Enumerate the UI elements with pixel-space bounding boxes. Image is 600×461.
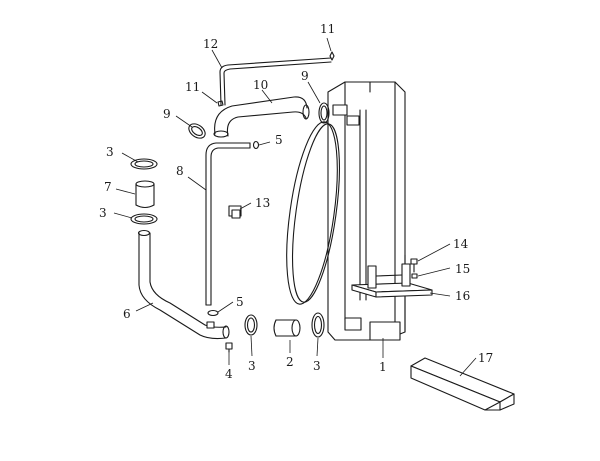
callout-4: 4 [225, 367, 233, 381]
callout-16: 16 [455, 289, 470, 303]
upper-hose [213, 96, 310, 138]
callout-3-bottom: 3 [248, 359, 256, 373]
lower-pipe [137, 229, 230, 340]
clamp-bracket [228, 205, 242, 219]
callout-11-left: 11 [185, 80, 200, 94]
leader-lines [113, 37, 477, 377]
hose-clamp-3-top [130, 158, 158, 170]
callout-17: 17 [478, 351, 493, 365]
hose-clamp-9-left [188, 123, 206, 139]
hose-sleeve [135, 180, 155, 209]
clip-5-upper [252, 140, 260, 150]
long-rod [205, 142, 251, 306]
rubber-pad-block [410, 357, 515, 411]
hose-clamp-3-bottom [244, 314, 258, 336]
callout-12: 12 [203, 37, 218, 51]
callout-13: 13 [255, 196, 270, 210]
hose-clamp-3-right [311, 312, 325, 338]
mounting-bracket [351, 263, 433, 298]
fan-shroud-ring [286, 121, 340, 305]
clip-5-lower [207, 309, 219, 317]
callout-14: 14 [453, 237, 469, 251]
callout-3-mid: 3 [99, 206, 107, 220]
callout-labels: 1 2 3 3 3 3 4 5 5 6 7 8 9 9 10 11 11 12 … [99, 22, 493, 381]
callout-9-left: 9 [163, 107, 171, 121]
callout-2: 2 [286, 355, 294, 369]
callout-1: 1 [379, 360, 387, 374]
callout-5-upper: 5 [275, 133, 283, 147]
bent-rod [219, 57, 332, 106]
drain-plug [225, 342, 233, 353]
callout-10: 10 [253, 78, 268, 92]
callout-7: 7 [104, 180, 112, 194]
callout-3-top: 3 [106, 145, 114, 159]
bolt-14 [410, 258, 418, 273]
callout-6: 6 [123, 307, 131, 321]
nut-15 [411, 273, 418, 279]
callout-8: 8 [176, 164, 184, 178]
callout-3-right: 3 [313, 359, 321, 373]
callout-15: 15 [455, 262, 470, 276]
fastener-11-left [217, 100, 224, 107]
hose-clamp-3-mid [130, 213, 158, 225]
hose-clamp-9-right [318, 102, 330, 124]
radiator-assembly [327, 81, 406, 341]
callout-5-lower: 5 [236, 295, 244, 309]
fastener-11-top [329, 51, 335, 61]
callout-11-top: 11 [320, 22, 335, 36]
callout-9-right: 9 [301, 69, 309, 83]
short-sleeve [273, 319, 301, 337]
